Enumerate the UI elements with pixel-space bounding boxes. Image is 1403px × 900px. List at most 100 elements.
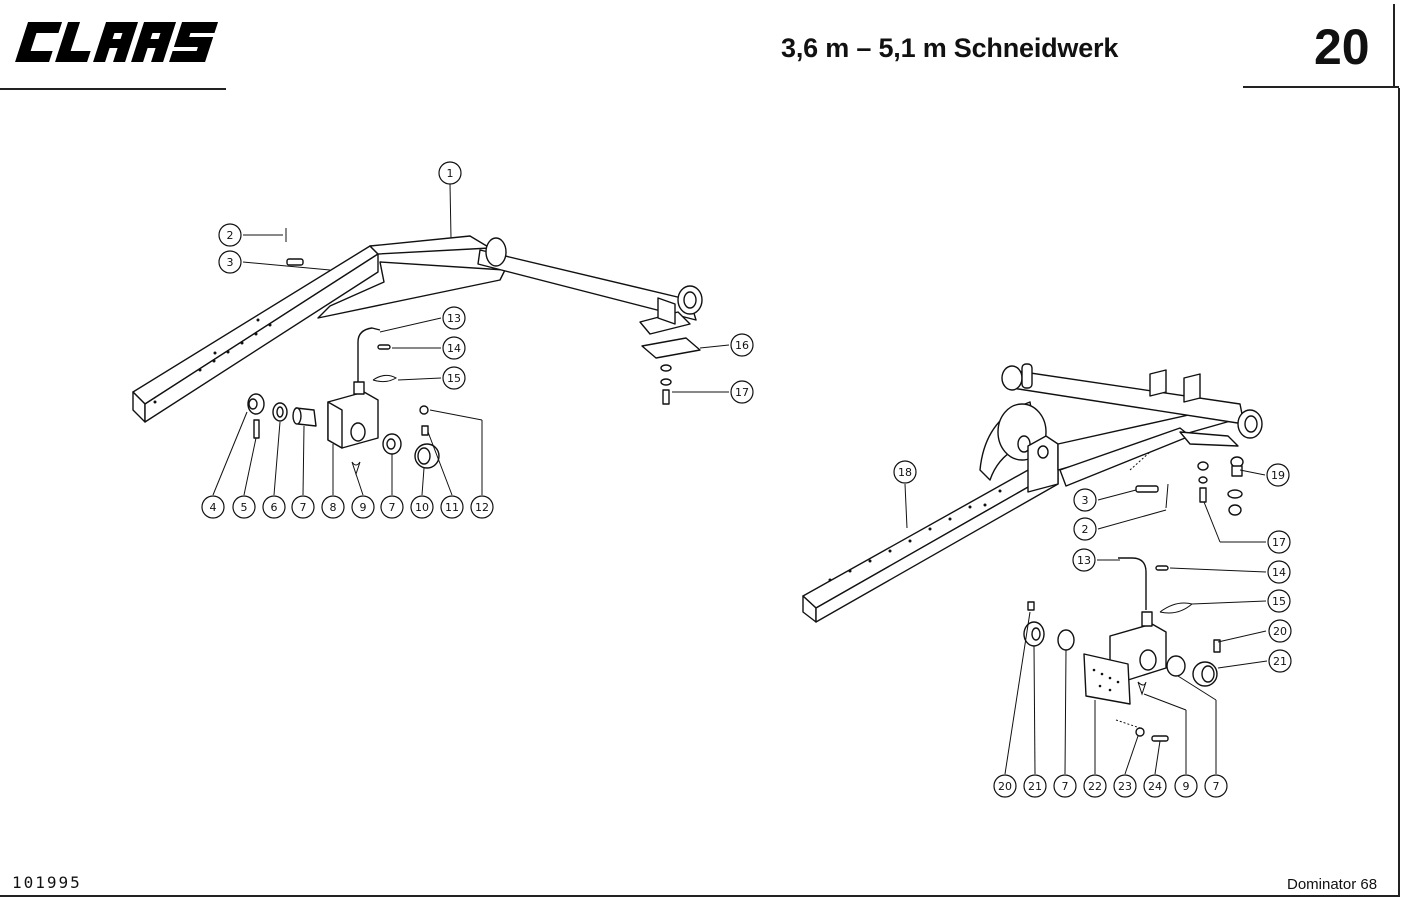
- part-callout: 20: [1268, 619, 1292, 643]
- part-callout: 7: [1204, 774, 1228, 798]
- callout-label: 6: [271, 501, 278, 514]
- part-callout: 14: [1267, 560, 1291, 584]
- callout-label: 20: [1273, 625, 1287, 638]
- callout-circle: [1053, 774, 1077, 798]
- callout-label: 23: [1118, 780, 1132, 793]
- callout-circle: [442, 306, 466, 330]
- callout-circle: [730, 380, 754, 404]
- callout-circle: [1143, 774, 1167, 798]
- callout-label: 8: [330, 501, 337, 514]
- part-callout: 9: [1174, 774, 1198, 798]
- callout-circle: [321, 495, 345, 519]
- part-callout: 9: [351, 495, 375, 519]
- callout-circle: [291, 495, 315, 519]
- callout-label: 14: [1272, 566, 1286, 579]
- part-callout: 3: [1073, 488, 1097, 512]
- callout-label: 7: [389, 501, 396, 514]
- callout-circle: [470, 495, 494, 519]
- claas-logo: [8, 16, 232, 68]
- callout-label: 13: [1077, 554, 1091, 567]
- callout-circle: [1266, 463, 1290, 487]
- callout-label: 20: [998, 780, 1012, 793]
- part-callout: 10: [410, 495, 434, 519]
- part-callout: 23: [1113, 774, 1137, 798]
- callout-circle: [993, 774, 1017, 798]
- part-callout: 4: [201, 495, 225, 519]
- part-callout: 22: [1083, 774, 1107, 798]
- page-title: 3,6 m – 5,1 m Schneidwerk: [781, 33, 1119, 63]
- part-callout: 15: [442, 366, 466, 390]
- callout-circle: [1023, 774, 1047, 798]
- mounting-holes: [828, 489, 1002, 582]
- callout-circle: [218, 250, 242, 274]
- callout-label: 4: [210, 501, 217, 514]
- callout-circle: [1267, 589, 1291, 613]
- callout-circle: [232, 495, 256, 519]
- callout-label: 1: [447, 167, 454, 180]
- part-callout: 1: [438, 161, 462, 185]
- part-callout: 7: [380, 495, 404, 519]
- callout-label: 7: [1062, 780, 1069, 793]
- part-callout: 14: [442, 336, 466, 360]
- callout-circle: [1268, 619, 1292, 643]
- header-rule: [0, 88, 226, 90]
- callout-circle: [1204, 774, 1228, 798]
- callout-circle: [201, 495, 225, 519]
- part-callout: 13: [1072, 548, 1096, 572]
- callout-circle: [442, 336, 466, 360]
- part-callout: 7: [291, 495, 315, 519]
- callout-label: 15: [1272, 595, 1286, 608]
- callout-circle: [893, 460, 917, 484]
- callout-circle: [438, 161, 462, 185]
- callout-circle: [1073, 488, 1097, 512]
- part-callout: 6: [262, 495, 286, 519]
- callout-label: 17: [735, 386, 749, 399]
- callout-circle: [442, 366, 466, 390]
- plate-holes: [1092, 668, 1120, 692]
- callout-label: 17: [1272, 536, 1286, 549]
- document-number: 101995: [12, 873, 82, 892]
- callout-label: 21: [1273, 655, 1287, 668]
- callout-label: 2: [1082, 523, 1089, 536]
- part-callout: 21: [1023, 774, 1047, 798]
- callout-circle: [1072, 548, 1096, 572]
- machine-model: Dominator 68: [1287, 876, 1378, 893]
- callout-label: 14: [447, 342, 461, 355]
- callout-circle: [1083, 774, 1107, 798]
- part-callout: 18: [893, 460, 917, 484]
- right-frame-assembly: [802, 363, 1268, 775]
- callout-label: 9: [1183, 780, 1190, 793]
- callout-circle: [1267, 530, 1291, 554]
- callout-label: 15: [447, 372, 461, 385]
- part-callout: 11: [440, 495, 464, 519]
- claas-logo-mark: [15, 22, 219, 62]
- part-callout: 2: [218, 223, 242, 247]
- callout-circle: [1267, 560, 1291, 584]
- frame-line: [1398, 88, 1400, 896]
- callout-label: 22: [1088, 780, 1102, 793]
- part-callout: 13: [442, 306, 466, 330]
- part-callout: 19: [1266, 463, 1290, 487]
- part-callout: 5: [232, 495, 256, 519]
- callout-circle: [1113, 774, 1137, 798]
- part-callout: 12: [470, 495, 494, 519]
- callout-label: 2: [227, 229, 234, 242]
- part-callout: 17: [730, 380, 754, 404]
- callout-label: 10: [415, 501, 429, 514]
- callout-label: 12: [475, 501, 489, 514]
- part-callout: 21: [1268, 649, 1292, 673]
- part-callout: 2: [1073, 517, 1097, 541]
- page-number: 20: [1314, 19, 1370, 75]
- part-callout: 15: [1267, 589, 1291, 613]
- callout-label: 18: [898, 466, 912, 479]
- callout-circle: [1268, 649, 1292, 673]
- part-callout: 8: [321, 495, 345, 519]
- callout-circle: [410, 495, 434, 519]
- mounting-holes: [153, 318, 272, 404]
- header-rule: [1243, 86, 1399, 88]
- callout-label: 7: [300, 501, 307, 514]
- part-callout: 24: [1143, 774, 1167, 798]
